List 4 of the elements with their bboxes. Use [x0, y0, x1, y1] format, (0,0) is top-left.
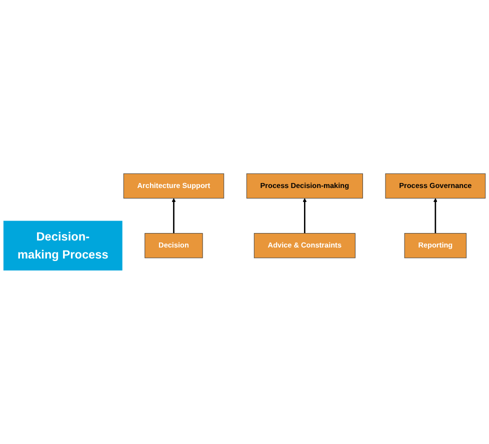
arrow [433, 198, 438, 234]
arrow [172, 198, 176, 234]
arrow [302, 198, 307, 234]
node-box: Decision-making Process [3, 220, 122, 271]
